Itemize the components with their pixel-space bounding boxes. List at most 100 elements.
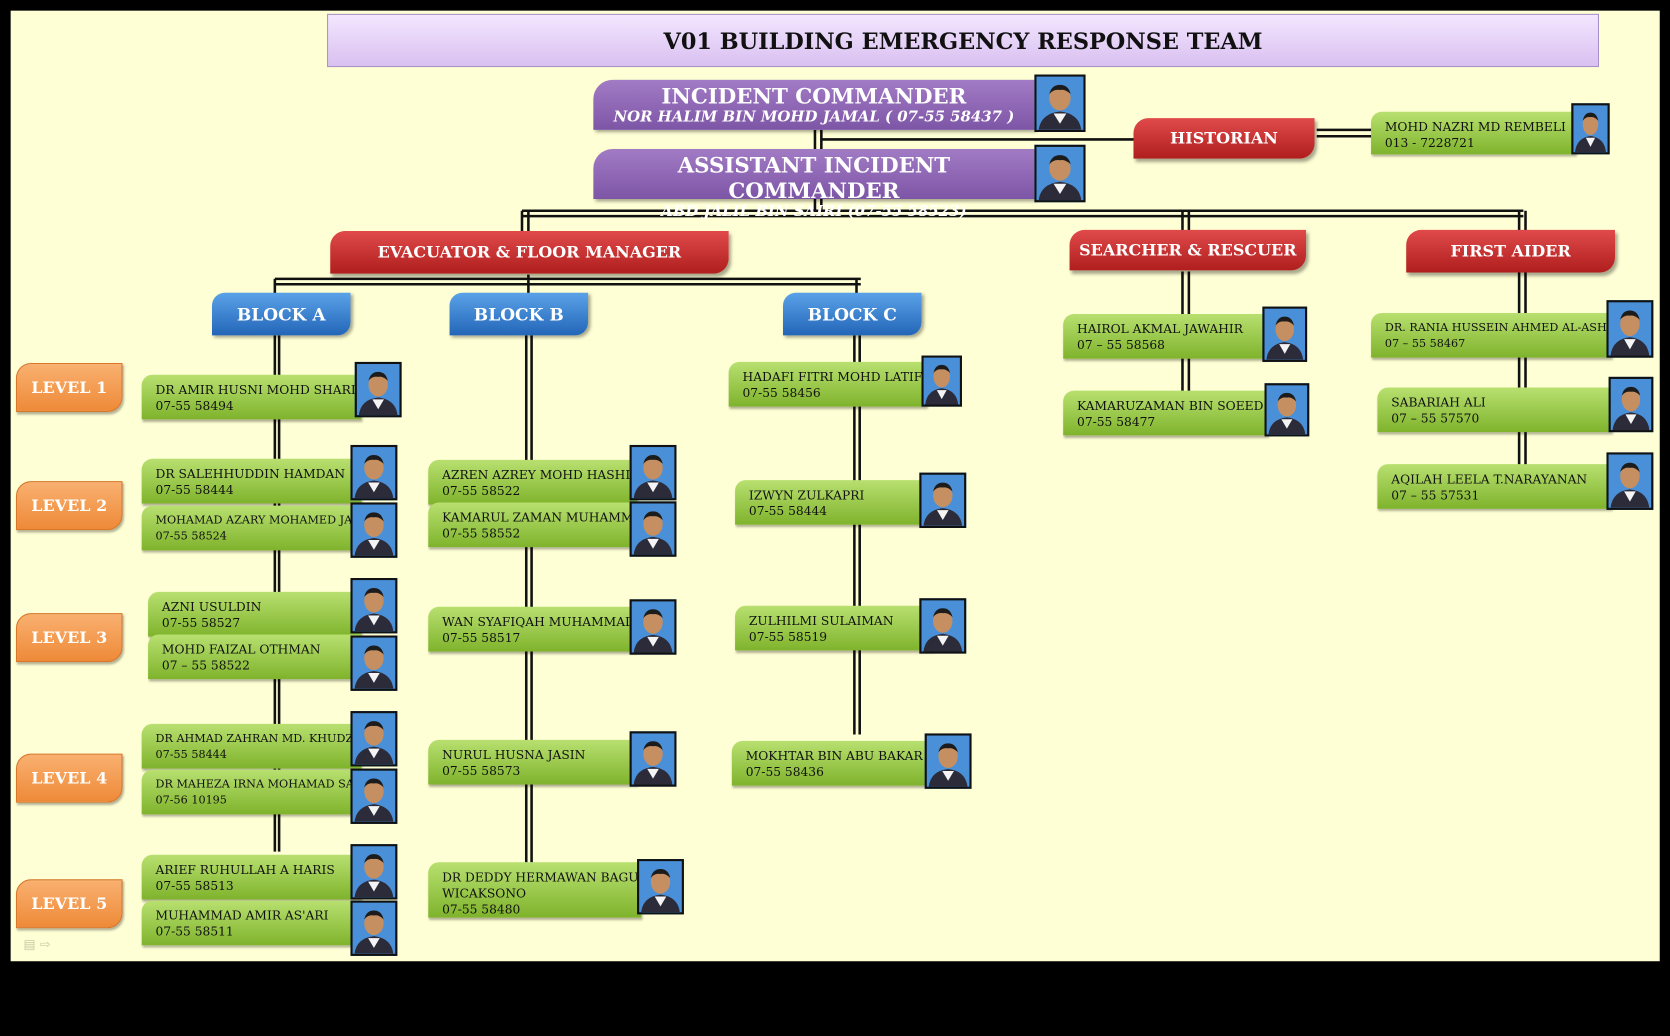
member-name: AZNI USULDIN <box>161 599 262 615</box>
member-name: MOHAMAD AZARY MOHAMED JAMIL <box>155 514 362 527</box>
member-name: NURUL HUSNA JASIN <box>442 747 586 763</box>
incident-commander-role: INCIDENT COMMANDER <box>661 83 967 109</box>
member-name: DR. RANIA HUSSEIN AHMED AL-ASHWAL <box>1384 321 1612 335</box>
block-a-label: BLOCK A <box>211 292 351 336</box>
member-card: MOHAMAD AZARY MOHAMED JAMIL 07-55 58524 <box>141 505 362 551</box>
member-phone: 07-55 58552 <box>442 525 521 541</box>
level-4-label: LEVEL 4 <box>15 753 123 803</box>
member-name: HAIROL AKMAL JAWAHIR <box>1077 321 1243 337</box>
member-phone: 07-55 58519 <box>748 629 828 645</box>
member-name: ZULHILMI SULAIMAN <box>748 613 894 629</box>
member-photo <box>919 598 967 654</box>
member-phone: 07 – 55 57570 <box>1391 410 1480 426</box>
member-card: HADAFI FITRI MOHD LATIF 07-55 58456 <box>728 361 927 407</box>
member-phone: 07 – 55 58568 <box>1077 337 1165 353</box>
member-phone: 07-55 58511 <box>155 923 234 939</box>
page-title: V01 BUILDING EMERGENCY RESPONSE TEAM <box>327 13 1600 68</box>
member-phone: 07-55 58444 <box>155 482 234 498</box>
incident-commander-name: NOR HALIM BIN MOHD JAMAL ( 07-55 58437 ) <box>613 108 1015 126</box>
member-name: AQILAH LEELA T.NARAYANAN <box>1391 471 1588 487</box>
member-card: MOHD FAIZAL OTHMAN 07 – 55 58522 <box>148 634 362 680</box>
member-phone: 07 – 55 58467 <box>1384 337 1466 351</box>
team-first-aider-label: FIRST AIDER <box>1406 229 1615 273</box>
member-photo <box>1606 300 1654 358</box>
member-card: KAMARUZAMAN BIN SOEED 07-55 58477 <box>1063 390 1268 436</box>
level-1-label: LEVEL 1 <box>15 362 123 412</box>
member-name: KAMARUZAMAN BIN SOEED <box>1077 398 1264 414</box>
member-card: MOKHTAR BIN ABU BAKAR 07-55 58436 <box>731 740 931 786</box>
member-photo <box>629 731 677 787</box>
member-card: DR SALEHHUDDIN HAMDAN 07-55 58444 <box>141 458 362 504</box>
member-photo <box>354 361 402 418</box>
member-card: AZNI USULDIN 07-55 58527 <box>148 591 362 637</box>
member-name: MOHD FAIZAL OTHMAN <box>161 641 321 657</box>
member-photo <box>350 502 398 558</box>
member-phone: 07-55 58573 <box>442 763 521 779</box>
member-photo <box>350 768 398 824</box>
member-card: AZREN AZREY MOHD HASHIM 07-55 58522 <box>428 459 638 505</box>
member-phone: 07-55 58524 <box>155 530 227 543</box>
connector-historian <box>821 128 1375 141</box>
member-phone: 07-55 58494 <box>155 398 234 414</box>
member-photo <box>350 444 398 501</box>
assistant-commander-box: ASSISTANT INCIDENT COMMANDER ABD JALIL B… <box>593 149 1035 220</box>
historian-photo <box>1571 103 1610 155</box>
connector-lines <box>273 128 1527 863</box>
incident-commander-photo <box>1034 74 1086 132</box>
assistant-commander-photo <box>1034 144 1086 203</box>
member-photo <box>924 733 972 789</box>
assistant-commander-role: ASSISTANT INCIDENT COMMANDER <box>677 152 951 204</box>
member-name: SABARIAH ALI <box>1391 394 1486 410</box>
member-name: MOHD NAZRI MD REMBELI <box>1384 119 1566 135</box>
member-name: DR SALEHHUDDIN HAMDAN <box>155 466 346 482</box>
member-card: ARIEF RUHULLAH A HARIS 07-55 58513 <box>141 854 362 900</box>
member-card: NURUL HUSNA JASIN 07-55 58573 <box>428 739 638 785</box>
assistant-commander-name: ABD JALIL BIN SAIRI (07-55 58523) <box>661 203 967 221</box>
level-3-label: LEVEL 3 <box>15 613 123 663</box>
member-name: WAN SYAFIQAH MUHAMMAD <box>442 614 635 630</box>
member-photo <box>350 711 398 767</box>
member-photo <box>1608 376 1654 433</box>
member-photo <box>350 844 398 900</box>
member-phone: 07-55 58522 <box>442 483 521 499</box>
member-card: DR AHMAD ZAHRAN MD. KHUDZARI 07-55 58444 <box>141 723 362 769</box>
connector-blocks <box>274 277 861 286</box>
member-photo <box>1606 452 1654 510</box>
member-photo <box>1264 383 1310 437</box>
member-photo <box>919 472 967 528</box>
member-phone: 07-55 58436 <box>745 764 824 780</box>
member-phone: 07-55 58444 <box>748 503 828 519</box>
member-card: DR AMIR HUSNI MOHD SHARIFF 07-55 58494 <box>141 374 362 420</box>
member-name: DR AMIR HUSNI MOHD SHARIFF <box>155 382 362 398</box>
org-chart: V01 BUILDING EMERGENCY RESPONSE TEAM INC… <box>10 10 1660 962</box>
incident-commander-box: INCIDENT COMMANDER NOR HALIM BIN MOHD JA… <box>593 79 1035 130</box>
member-name: MOKHTAR BIN ABU BAKAR <box>745 748 923 764</box>
member-photo <box>629 444 677 501</box>
member-card: IZWYN ZULKAPRI 07-55 58444 <box>735 480 934 525</box>
member-photo <box>350 900 398 956</box>
member-photo <box>629 501 677 557</box>
member-photo <box>921 355 962 407</box>
member-name: KAMARUL ZAMAN MUHAMMAD <box>442 509 638 525</box>
member-phone: 07-56 10195 <box>155 794 227 807</box>
member-phone: 07-55 58456 <box>742 385 821 401</box>
member-card: DR. RANIA HUSSEIN AHMED AL-ASHWAL 07 – 5… <box>1371 312 1612 358</box>
member-phone: 07-55 58444 <box>155 748 227 762</box>
member-phone: 07-55 58517 <box>442 630 521 646</box>
member-phone: 07 – 55 57531 <box>1391 487 1480 503</box>
member-card: WAN SYAFIQAH MUHAMMAD 07-55 58517 <box>428 606 638 652</box>
member-card: DR MAHEZA IRNA MOHAMAD SALIM 07-56 10195 <box>141 769 362 815</box>
member-phone: 013 - 7228721 <box>1384 135 1475 151</box>
slide-nav-icon[interactable]: ▤ ⇨ <box>23 936 51 952</box>
member-photo <box>350 635 398 691</box>
member-name: HADAFI FITRI MOHD LATIF <box>742 369 923 385</box>
historian-label: HISTORIAN <box>1133 118 1315 159</box>
member-card: MUHAMMAD AMIR AS'ARI 07-55 58511 <box>141 900 362 946</box>
member-card: HAIROL AKMAL JAWAHIR 07 – 55 58568 <box>1063 314 1268 359</box>
historian-card: MOHD NAZRI MD REMBELI 013 - 7228721 <box>1371 111 1576 155</box>
connector-first-aider <box>1517 271 1527 469</box>
block-c-label: BLOCK C <box>782 292 922 336</box>
member-name: DR AHMAD ZAHRAN MD. KHUDZARI <box>155 732 362 746</box>
member-card: KAMARUL ZAMAN MUHAMMAD 07-55 58552 <box>428 502 638 548</box>
